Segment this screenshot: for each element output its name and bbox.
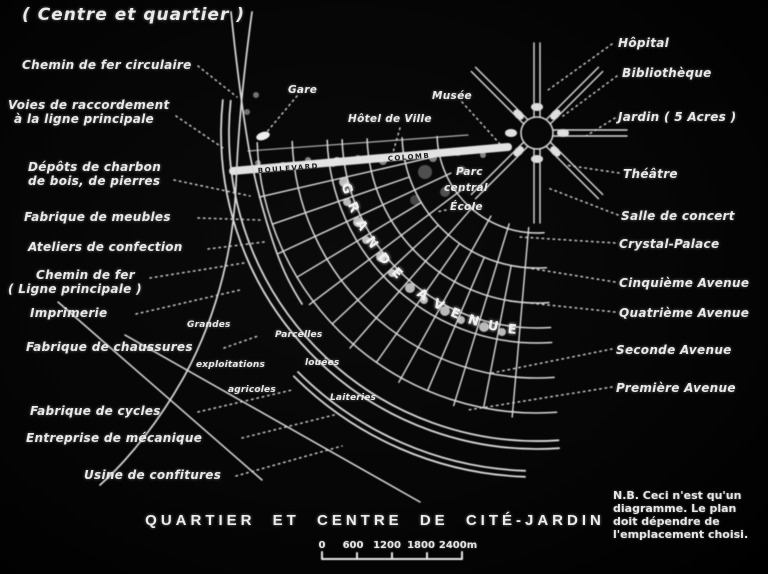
label-grandes: Grandes <box>187 320 231 330</box>
map-title: QUARTIER ET CENTRE DE CITÉ-JARDIN <box>145 512 605 529</box>
tree-blobs <box>244 92 506 336</box>
scale-tick-1800: 1800 <box>407 540 435 551</box>
label-fabrique-chaussures: Fabrique de chaussures <box>26 340 193 354</box>
label-fabrique-cycles: Fabrique de cycles <box>30 404 161 418</box>
avenue-arcs <box>256 135 558 414</box>
label-ateliers-confection: Ateliers de confection <box>28 240 183 254</box>
label-entreprise-mecanique: Entreprise de mécanique <box>26 431 203 445</box>
label-musee: Musée <box>432 90 472 102</box>
label-laiteries: Laiteries <box>330 393 377 403</box>
label-fabrique-meubles: Fabrique de meubles <box>24 210 171 224</box>
label-premiere-avenue: Première Avenue <box>616 381 736 395</box>
railway-lines <box>57 11 421 503</box>
diagram-subtitle: ( Centre et quartier ) <box>22 5 246 25</box>
label-parc-central-1: Parc <box>456 166 483 178</box>
label-cinquieme-avenue: Cinquième Avenue <box>619 276 750 290</box>
label-salle-de-concert: Salle de concert <box>621 209 735 223</box>
scale-bar <box>321 551 463 560</box>
label-imprimerie: Imprimerie <box>30 306 108 320</box>
label-chemin-fer-principale: Chemin de fer ( Ligne principale ) <box>8 268 142 296</box>
label-crystal-palace: Crystal-Palace <box>619 237 720 251</box>
label-usine-confitures: Usine de confitures <box>84 468 222 482</box>
label-quatrieme-avenue: Quatrième Avenue <box>619 306 750 320</box>
scale-tick-1200: 1200 <box>373 540 401 551</box>
label-chemin-fer-circulaire: Chemin de fer circulaire <box>22 58 192 72</box>
station-gare-blob <box>256 131 270 141</box>
radial-streets <box>258 153 530 418</box>
hub-spokes <box>470 42 628 224</box>
nb-note: N.B. Ceci n'est qu'un diagramme. Le plan… <box>613 489 749 541</box>
label-parcelles: Parcelles <box>275 330 323 340</box>
label-louees: louées <box>305 358 340 368</box>
circular-railway-arcs <box>220 99 560 478</box>
central-hub <box>470 42 628 224</box>
label-exploitations: exploitations <box>196 360 266 370</box>
boulevard-name-colomb: COLOMB <box>388 152 431 163</box>
boulevard-road <box>229 134 512 175</box>
label-seconde-avenue: Seconde Avenue <box>616 343 732 357</box>
scale-tick-0: 0 <box>318 540 326 551</box>
label-jardin: Jardin ( 5 Acres ) <box>618 110 737 124</box>
label-depots-charbon: Dépôts de charbon de bois, de pierres <box>28 160 162 188</box>
label-bibliotheque: Bibliothèque <box>622 66 712 80</box>
label-theatre: Théâtre <box>623 167 678 181</box>
label-voies-raccordement: Voies de raccordement à la ligne princip… <box>8 98 170 126</box>
scale-tick-600: 600 <box>342 540 364 551</box>
label-parc-central-2: central <box>444 182 488 194</box>
label-agricoles: agricoles <box>228 385 276 395</box>
label-hotel-de-ville: Hôtel de Ville <box>348 113 432 125</box>
leader-lines <box>135 43 620 477</box>
label-gare: Gare <box>288 84 318 96</box>
scale-tick-2400: 2400m <box>438 540 478 551</box>
label-hopital: Hôpital <box>618 36 670 50</box>
label-ecole: École <box>450 201 483 213</box>
